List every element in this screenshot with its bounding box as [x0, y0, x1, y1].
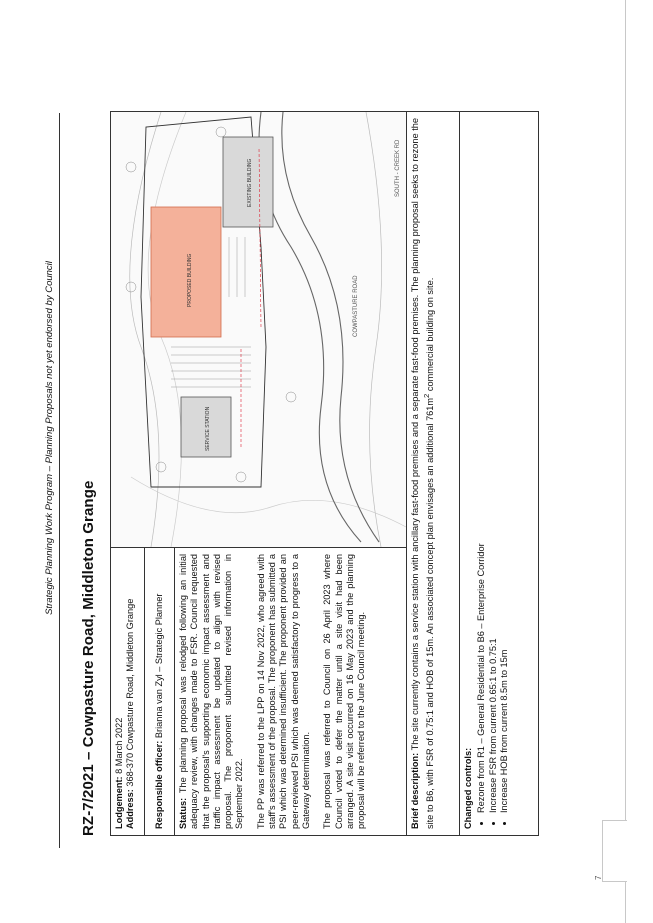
status-paragraph-3: The proposal was referred to Council on … — [322, 554, 367, 829]
brief-label: Brief description: — [410, 752, 420, 829]
proposed-building-label: PROPOSED BUILDING — [187, 254, 193, 307]
lodgement-label: Lodgement: — [114, 776, 124, 829]
page-number: 7 — [594, 875, 603, 880]
status-label: Status: — [178, 797, 188, 829]
brief-text-end: commercial building on site. — [425, 277, 436, 394]
site-plan: COWPASTURE ROAD PROPOSED BUILDING EXISTI… — [111, 112, 406, 547]
proposal-table: Lodgement: 8 March 2022 Address: 368-370… — [110, 111, 539, 836]
road-label: COWPASTURE ROAD — [353, 275, 359, 337]
brief-superscript: 2 — [422, 393, 432, 398]
page-edge — [625, 0, 626, 923]
existing-building-label: EXISTING BUILDING — [247, 159, 253, 207]
document-page: Strategic Planning Work Program – Planni… — [40, 98, 560, 858]
brief-text: The site currently contains a service st… — [410, 118, 436, 829]
page-tab — [602, 820, 627, 882]
address-label: Address: — [125, 789, 136, 829]
officer-row: Responsible officer: Brianna van Zyl – S… — [145, 548, 175, 835]
brief-description: Brief description: The site currently co… — [406, 112, 460, 835]
details-column: Lodgement: 8 March 2022 Address: 368-370… — [111, 547, 406, 835]
changed-controls: Changed controls: Rezone from R1 – Gener… — [460, 112, 538, 835]
status-paragraph-2: The PP was referred to the LPP on 14 Nov… — [255, 554, 311, 829]
address-value: 368-370 Cowpasture Road, Middleton Grang… — [125, 598, 136, 790]
lodgement-value: 8 March 2022 — [114, 717, 124, 777]
officer-value: Brianna van Zyl – Strategic Planner — [154, 593, 164, 741]
controls-list: Rezone from R1 – General Residential to … — [476, 118, 510, 829]
controls-label: Changed controls: — [463, 747, 473, 829]
list-item: Increase FSR from current 0.65:1 to 0.75… — [488, 118, 499, 813]
service-station-label: SERVICE STATION — [205, 406, 211, 451]
site-plan-drawing: COWPASTURE ROAD PROPOSED BUILDING EXISTI… — [111, 112, 406, 547]
header-note: Strategic Planning Work Program – Planni… — [44, 261, 55, 615]
page-title: RZ-7/2021 – Cowpasture Road, Middleton G… — [80, 480, 97, 836]
header-rule — [59, 113, 60, 848]
lodgement-row: Lodgement: 8 March 2022 Address: 368-370… — [111, 548, 145, 835]
proposed-building — [150, 206, 222, 338]
list-item: Rezone from R1 – General Residential to … — [476, 118, 487, 813]
list-item: Increase HOB from current 8.5m to 15m — [499, 118, 510, 813]
status-paragraph-1: The planning proposal was relodged follo… — [178, 554, 245, 829]
status-row: Status: The planning proposal was relodg… — [175, 548, 406, 835]
north-label: SOUTH - CREEK RD — [395, 139, 401, 197]
officer-label: Responsible officer: — [154, 740, 164, 829]
